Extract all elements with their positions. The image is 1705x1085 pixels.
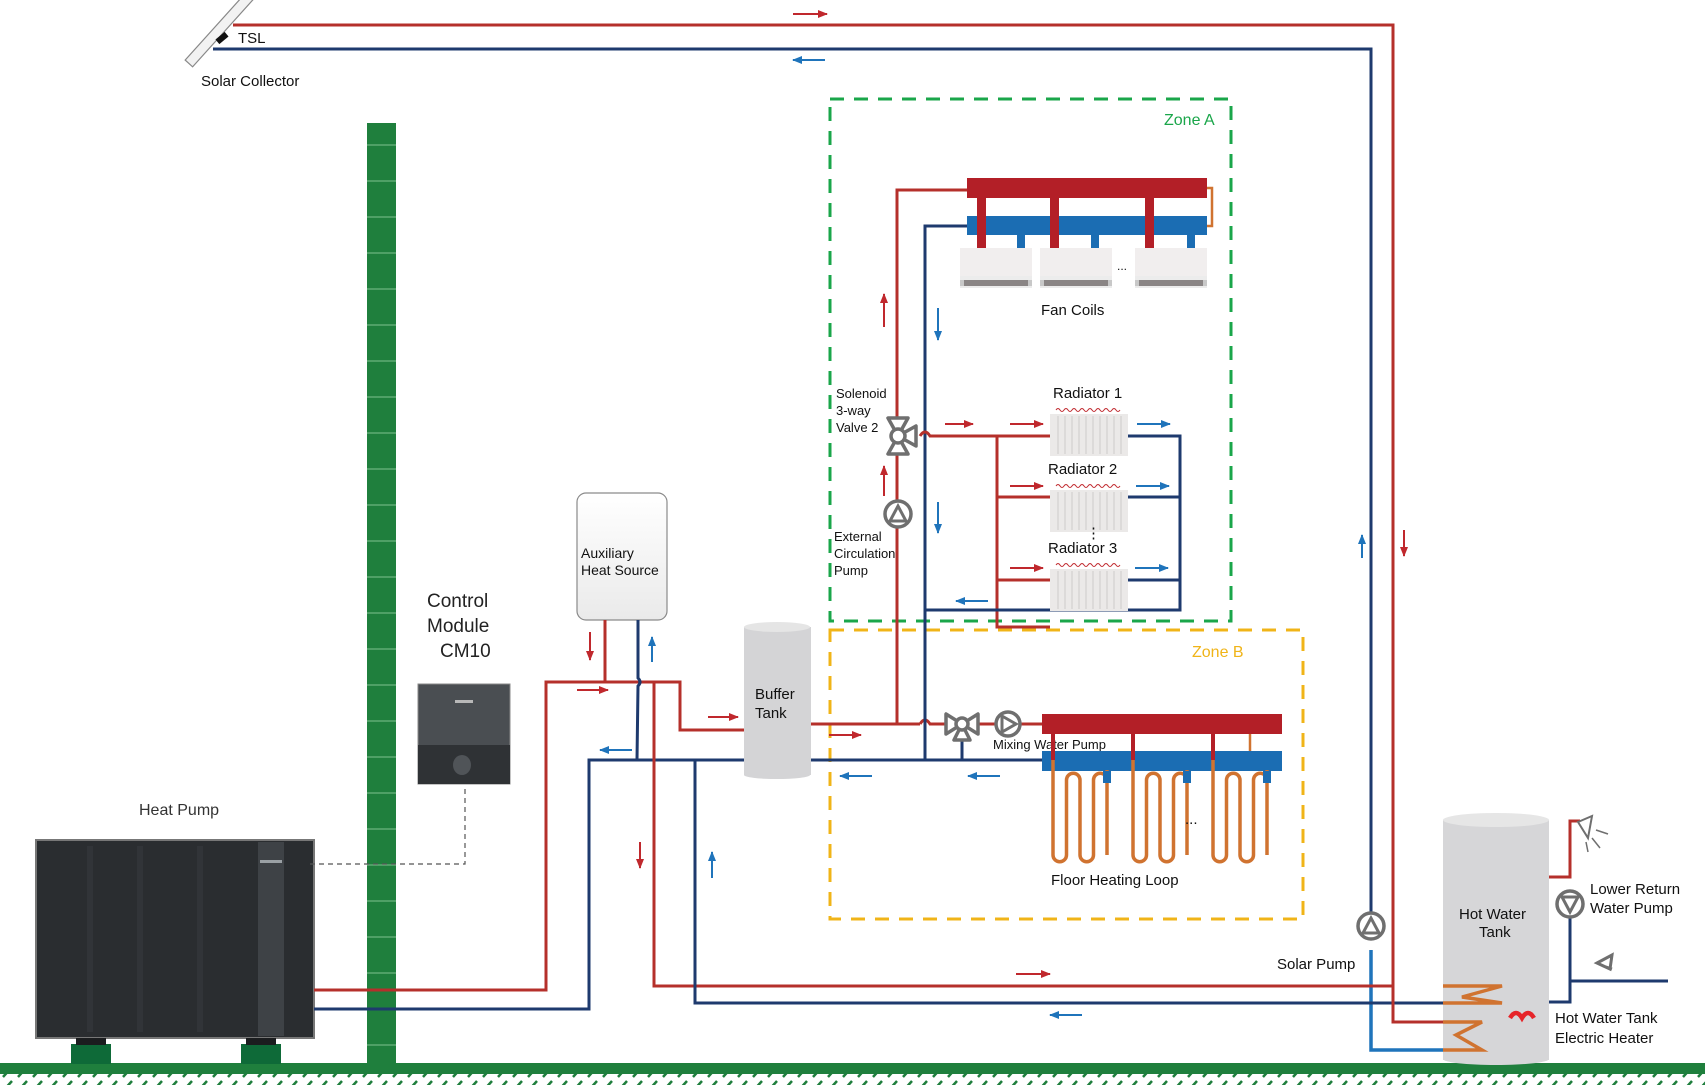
buffer-tank-label-1: Buffer [755,686,795,703]
aux-label-1: Auxiliary [581,545,634,561]
radiator-ellipsis: ⋮ [1086,525,1101,542]
mixing-pump-label: Mixing Water Pump [993,737,1106,752]
tsl-sensor-icon [215,31,229,45]
loop-return-tap [1183,771,1191,783]
zone-b-label: Zone B [1192,644,1244,661]
floor-heating-label: Floor Heating Loop [1051,872,1179,889]
hot-water-tank: Hot Water Tank Hot Water Tank Electric H… [1391,813,1658,1065]
distribution-pipes [811,188,1043,780]
heater-label-2: Electric Heater [1555,1030,1653,1047]
floor-heating-loop [1131,760,1189,864]
control-module-label-1: Control [427,591,488,612]
shower-head-icon [1576,814,1594,841]
floor-supply-manifold [1042,714,1282,734]
control-module: Control Module CM10 [310,591,511,865]
solenoid-3-way-valve-2: Solenoid 3-way Valve 2 [836,386,918,456]
lower-return-pump-label-1: Lower Return [1590,881,1680,898]
loop-return-tap [1103,771,1111,783]
hot-water-tank-label-2: Tank [1479,924,1511,941]
heat-pump-label: Heat Pump [139,802,219,819]
fan-coils: ... Fan Coils [960,178,1214,319]
loop-supply-tap [1131,734,1135,760]
domestic-hot-water: Lower Return Water Pump [1549,814,1680,1004]
fan-coil-supply-manifold [967,178,1207,198]
floor-heating-loops [1051,734,1271,864]
radiator-2-label: Radiator 2 [1048,461,1117,478]
loop-supply-tap [1051,734,1055,760]
control-module-label-2: Module [427,616,489,637]
floor-heating-loop [1051,760,1109,864]
floor-heating-circuit: Mixing Water Pump ... Floor Heating Loop [944,710,1282,889]
external-circulation-pump: External Circulation Pump [834,499,913,578]
valve-label-1: Solenoid [836,386,887,401]
wall [367,123,396,1064]
electric-heater-icon [1508,1010,1536,1023]
buffer-tank-label-2: Tank [755,705,787,722]
auxiliary-heat-source: Auxiliary Heat Source [576,492,1478,1019]
radiator-3-label: Radiator 3 [1048,540,1117,557]
zone-b-boundary [828,628,1305,921]
fan-coils-label: Fan Coils [1041,302,1104,319]
buffer-tank: Buffer Tank [744,622,811,779]
fan-coil-return-manifold [967,216,1207,235]
heat-pump: Heat Pump [35,802,315,1064]
faucet-icon [1593,952,1614,972]
hot-water-tank-label-1: Hot Water [1459,906,1526,923]
valve-label-2: 3-way [836,403,871,418]
fan-coils-ellipsis: ... [1117,259,1127,273]
heater-label-1: Hot Water Tank [1555,1010,1658,1027]
radiator-1-label: Radiator 1 [1053,385,1122,402]
zone-a-label: Zone A [1164,112,1215,129]
tsl-label: TSL [238,30,266,47]
valve-label-3: Valve 2 [836,420,878,435]
floor-loop-ellipsis: ... [1185,811,1198,828]
solar-collector-label: Solar Collector [201,73,299,90]
loop-supply-tap [1211,734,1215,760]
aux-label-2: Heat Source [581,562,659,578]
solar-collector: TSL Solar Collector [184,0,299,90]
floor-return-manifold [1042,751,1282,771]
ext-pump-label-2: Circulation [834,546,895,561]
solar-pipes [213,10,1478,1052]
ground [0,1063,1705,1085]
solar-pump-label: Solar Pump [1277,956,1355,973]
ext-pump-label-1: External [834,529,882,544]
ext-pump-label-3: Pump [834,563,868,578]
control-module-label-3: CM10 [440,641,491,662]
lower-return-pump-label-2: Water Pump [1590,900,1673,917]
floor-heating-loop [1211,760,1269,864]
loop-return-tap [1263,771,1271,783]
zone-a-boundary [828,97,1233,623]
solar-pump: Solar Pump [1277,911,1386,973]
radiator-circuit: Radiator 1 Radiator 2 ⋮ Radiator 3 [895,300,1182,629]
heat-pump-pipes [314,680,745,1011]
